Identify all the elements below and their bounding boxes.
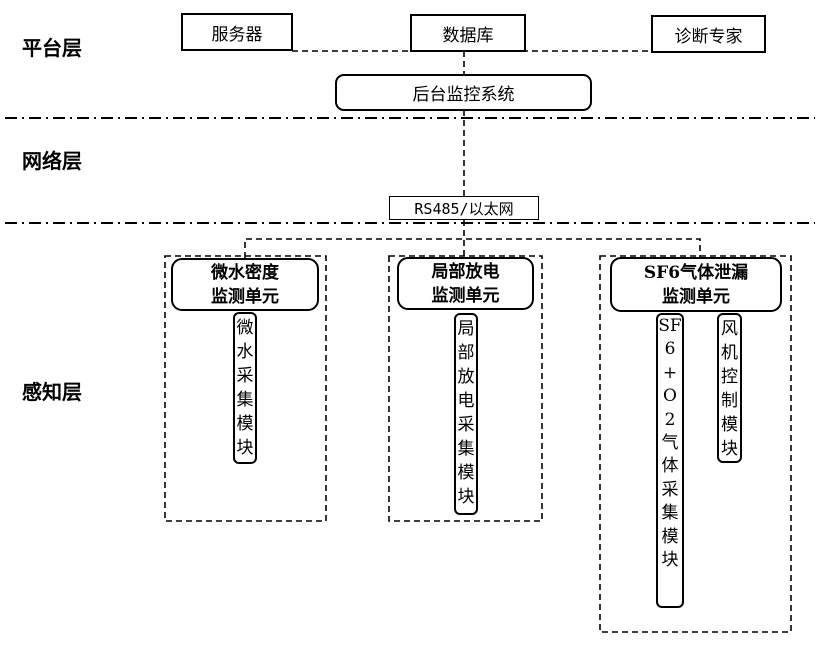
database-node: 数据库 [410,14,526,52]
layer-label-platform: 平台层 [22,36,82,60]
layer-label-network: 网络层 [22,149,82,173]
unit-container-partial-discharge [388,255,543,522]
module-label: 微水采集模块 [236,318,254,458]
backend-monitoring-node: 后台监控系统 [335,74,592,111]
module-label: 局部放电采集模块 [457,319,475,507]
unit-title-line1: 微水密度 [211,262,279,283]
layer-label-perception: 感知层 [22,380,82,404]
unit-title-line1: SF6气体泄漏 [643,262,749,283]
unit-title-sf6-leak: SF6气体泄漏 监测单元 [610,257,782,312]
module-micro-water-acquisition: 微水采集模块 [233,312,257,464]
unit-title-line1: 局部放电 [431,261,500,282]
unit-container-micro-water [164,255,327,522]
module-fan-control: 风机控制模块 [717,313,742,463]
server-node: 服务器 [181,13,293,51]
distribution-bus-line [244,238,701,258]
unit-title-line2: 监测单元 [662,286,730,307]
module-partial-discharge-acquisition: 局部放电采集模块 [454,313,478,515]
unit-title-micro-water: 微水密度 监测单元 [171,258,319,311]
module-sf6-o2-acquisition: SF6+O2气体采集模块 [656,313,684,608]
unit-title-partial-discharge: 局部放电 监测单元 [397,257,534,310]
network-link-label: RS485/以太网 [389,196,539,220]
module-label: SF6+O2气体采集模块 [658,316,682,571]
expert-node: 诊断专家 [651,15,766,53]
unit-title-line2: 监测单元 [211,286,279,307]
unit-container-sf6 [599,255,792,633]
unit-title-line2: 监测单元 [431,285,500,306]
module-label: 风机控制模块 [721,319,738,459]
